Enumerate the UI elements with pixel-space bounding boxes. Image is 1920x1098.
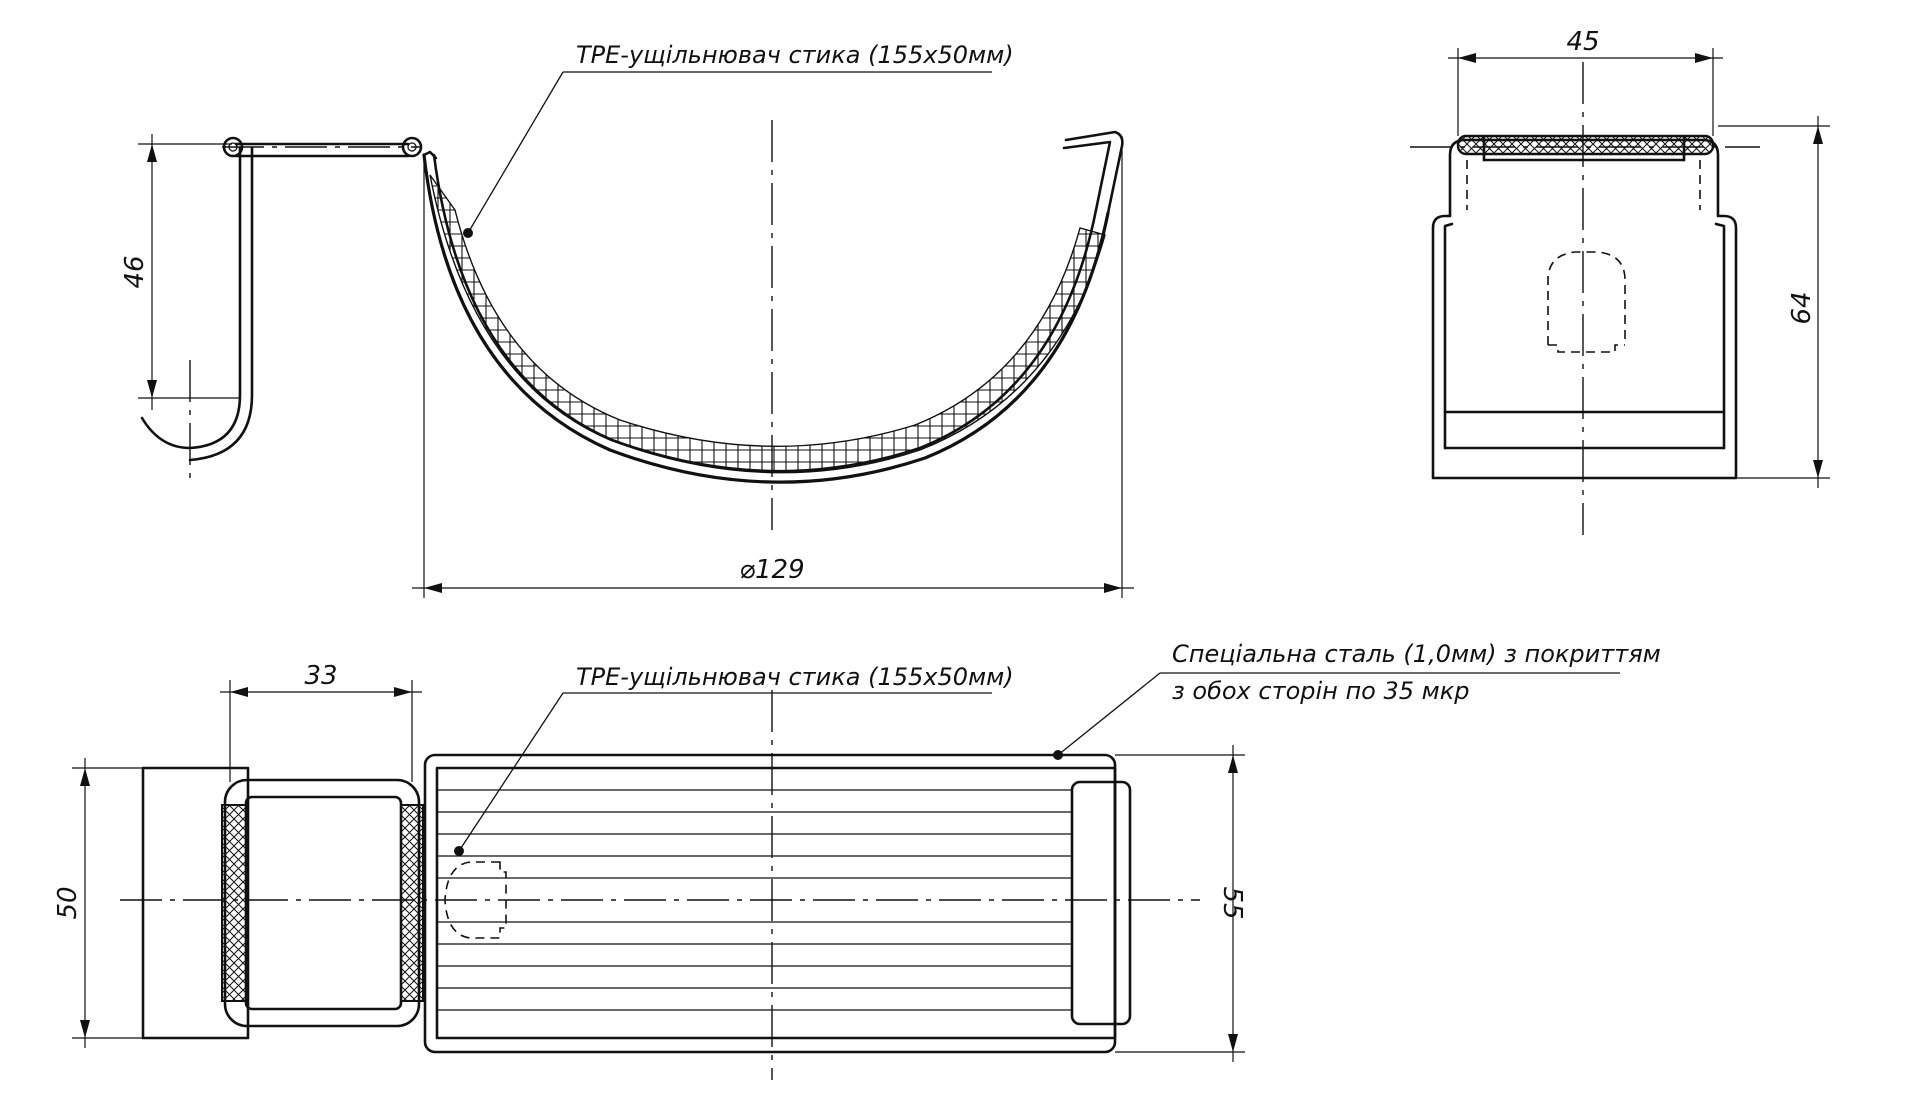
clip-seal-right xyxy=(400,804,424,1002)
note-material-line2: з обох сторін по 35 мкр xyxy=(1172,677,1469,705)
gutter-end-cap xyxy=(1070,780,1132,1026)
dim-clip-height-label: 46 xyxy=(120,255,150,288)
note-tpe-bottom: TPE-ущільнювач стика (155x50мм) xyxy=(576,663,1014,691)
dim-top-clip-width: 50 xyxy=(53,758,143,1048)
end-top-cap xyxy=(1456,134,1715,156)
dim-top-clip-width-label: 50 xyxy=(53,886,83,919)
dim-clip-height: 46 xyxy=(120,134,240,410)
end-view: 45 64 xyxy=(1410,27,1830,535)
gutter-body-outer xyxy=(423,753,1117,1054)
clip-frame-outer xyxy=(223,778,421,1028)
dim-end-height-label: 64 xyxy=(1787,291,1817,324)
clip-block xyxy=(141,766,250,1040)
dim-end-width: 45 xyxy=(1448,27,1723,136)
dim-end-height: 64 xyxy=(1718,116,1830,488)
gutter-body-inner xyxy=(435,766,1117,1040)
dim-end-width-label: 45 xyxy=(1566,27,1599,57)
dim-diameter-label: ⌀129 xyxy=(739,555,804,585)
end-hidden-slot xyxy=(1547,251,1626,345)
top-view: 33 50 55 TPE-ущільнювач стика (155x50мм) xyxy=(53,640,1661,1080)
note-tpe-top: TPE-ущільнювач стика (155x50мм) xyxy=(576,41,1014,69)
gutter-ribs xyxy=(437,789,1072,1011)
leader-tpe-top: TPE-ущільнювач стика (155x50мм) xyxy=(463,41,1014,238)
leader-material: Спеціальна сталь (1,0мм) з покриттям з о… xyxy=(1053,640,1661,760)
front-view: 46 ⌀129 TPE-ущільнювач стика (155x50мм) xyxy=(120,41,1134,598)
top-hidden-slot xyxy=(444,861,507,939)
dim-diameter: ⌀129 xyxy=(412,150,1134,598)
dim-top-clip-length-label: 33 xyxy=(304,661,337,691)
dim-top-clip-length: 33 xyxy=(220,661,422,782)
note-material-line1: Спеціальна сталь (1,0мм) з покриттям xyxy=(1172,640,1661,668)
end-outer-profile xyxy=(1431,138,1738,480)
clip-hook xyxy=(140,136,423,485)
seal-hatched-band xyxy=(429,174,1106,474)
clip-seal-left xyxy=(221,804,247,1002)
leader-tpe-bottom: TPE-ущільнювач стика (155x50мм) xyxy=(454,663,1014,856)
dim-top-body-width: 55 xyxy=(1115,745,1247,1062)
gutter-profile xyxy=(422,130,1124,484)
dim-top-body-width-label: 55 xyxy=(1217,886,1247,919)
clip-frame-inner xyxy=(244,795,403,1011)
